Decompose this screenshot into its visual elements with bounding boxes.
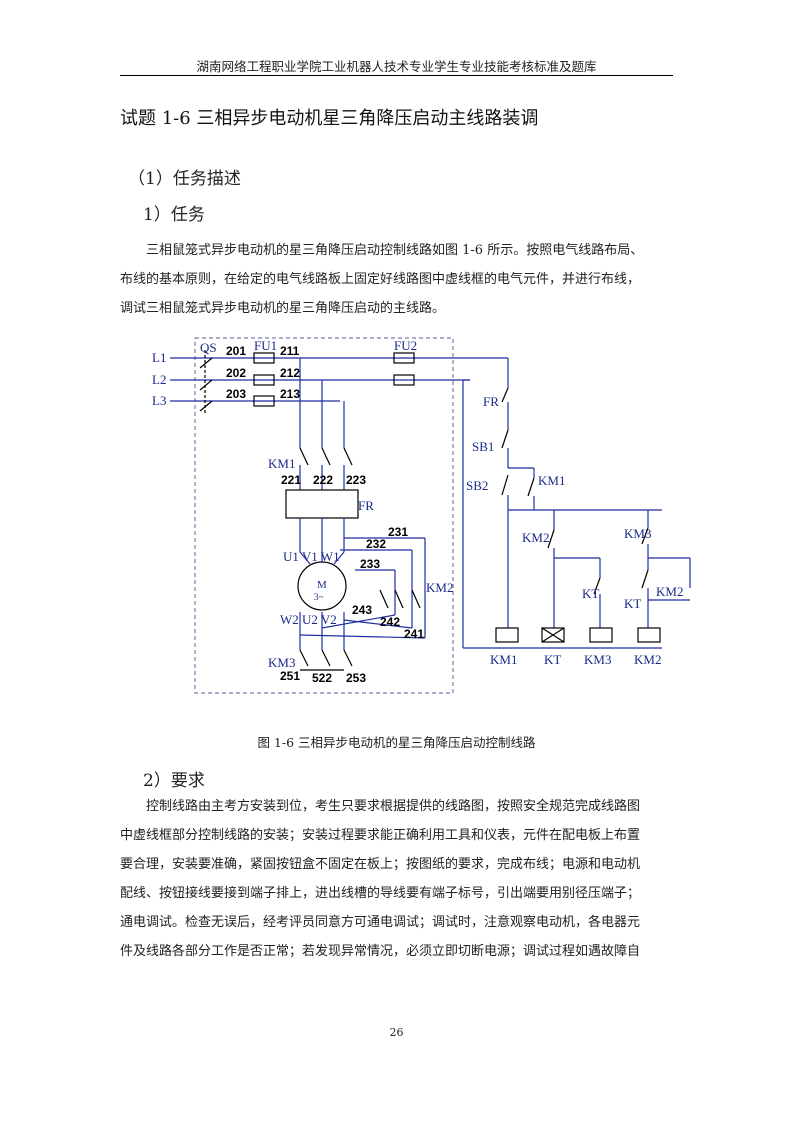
paragraph-line: 通电调试。检查无误后，经考评员同意方可通电调试；调试时，注意观察电动机，各电器元 [120,915,641,930]
phase-label: L1 [152,350,166,365]
contact-label-kt: KT [582,586,599,601]
wire-number: 522 [312,671,332,685]
fuse-fu2-b [393,374,415,386]
subsection-heading-requirements: 2）要求 [143,771,205,791]
thermal-relay-fr [285,489,359,519]
requirements-paragraph: 控制线路由主考方安装到位，考生只要求根据提供的线路图，按照安全规范完成线路图 中… [120,792,673,966]
wire-number: 233 [360,557,380,571]
coil-km1 [495,627,519,643]
wire-number: 222 [313,473,333,487]
coil-label: KM3 [584,652,611,667]
motor-label: M [317,579,327,591]
wire-number: 202 [226,366,246,380]
wire-number: 212 [280,366,300,380]
contact-label-km1: KM1 [538,473,565,488]
section-heading-task-description: （1）任务描述 [128,169,241,189]
task-paragraph: 三相鼠笼式异步电动机的星三角降压启动控制线路如图 1-6 所示。按照电气线路布局… [120,236,673,323]
relay-label-fr-contact: FR [483,394,499,409]
button-label-sb1: SB1 [472,439,494,454]
motor-terminals-top: U1 V1 W1 [283,549,340,564]
paragraph-line: 调试三相鼠笼式异步电动机的星三角降压启动的主线路。 [120,301,446,316]
wire-number: 213 [280,387,300,401]
wire-number: 253 [346,671,366,685]
wire-number: 211 [280,344,300,358]
wire-number: 232 [366,537,386,551]
motor-terminals-bottom: W2 U2 V2 [280,612,337,627]
page-header: 湖南网络工程职业学院工业机器人技术专业学生专业技能考核标准及题库 [196,59,597,74]
motor-sub-label: 3~ [314,592,324,602]
paragraph-line: 件及线路各部分工作是否正常；若发现异常情况，必须立即切断电源；调试过程如遇故障自 [120,944,641,959]
header-rule [120,75,673,76]
wire-number: 243 [352,603,372,617]
switch-label-qs: QS [200,340,217,355]
button-label-sb2: SB2 [466,478,488,493]
dashed-component-frame [194,337,454,694]
contactor-label-km3: KM3 [268,655,295,670]
coil-label: KM2 [634,652,661,667]
coil-km3 [589,627,613,643]
coil-km2 [637,627,661,643]
contactor-label-km1: KM1 [268,456,295,471]
wire-number: 221 [281,473,301,487]
relay-label-fr: FR [358,498,374,513]
paragraph-line: 中虚线框部分控制线路的安装；安装过程要求能正确利用工具和仪表，元件在配电板上布置 [120,828,641,843]
figure-caption: 图 1-6 三相异步电动机的星三角降压启动控制线路 [257,735,536,750]
contact-label-km2: KM2 [522,530,549,545]
wire-number: 203 [226,387,246,401]
wire-number: 231 [388,525,408,539]
fuse-label-fu1: FU1 [254,338,277,353]
fuse-fu1-c [253,395,275,407]
page-number: 26 [389,1026,404,1039]
wire-number: 242 [380,615,400,629]
wire-number: 241 [404,627,424,641]
circuit-diagram: L1 L2 L3 QS FU1 FU2 201 202 203 211 212 … [152,337,691,694]
wire-number: 223 [346,473,366,487]
phase-label: L3 [152,393,166,408]
contact-label-km2-2: KM2 [656,584,683,599]
wire-number: 251 [280,669,300,683]
contact-label-kt-2: KT [624,596,641,611]
fuse-fu1-a [253,352,275,364]
subsection-heading-task: 1）任务 [143,205,205,225]
phase-label: L2 [152,372,166,387]
fuse-fu1-b [253,374,275,386]
paragraph-line: 三相鼠笼式异步电动机的星三角降压启动控制线路如图 1-6 所示。按照电气线路布局… [146,243,644,258]
fuse-fu2-a [393,352,415,364]
coil-label: KT [544,652,561,667]
contactor-label-km2: KM2 [426,580,453,595]
paragraph-line: 配线、按钮接线要接到端子排上，进出线槽的导线要有端子标号，引出端要用别径压端子； [120,886,641,901]
contact-label-km3: KM3 [624,526,651,541]
page-title: 试题 1-6 三相异步电动机星三角降压启动主线路装调 [120,108,539,129]
wire-number: 201 [226,344,246,358]
paragraph-line: 要合理，安装要准确，紧固按钮盒不固定在板上；按图纸的要求，完成布线；电源和电动机 [120,857,641,872]
coil-kt [541,627,565,643]
coil-label: KM1 [490,652,517,667]
paragraph-line: 控制线路由主考方安装到位，考生只要求根据提供的线路图，按照安全规范完成线路图 [146,799,641,814]
fuse-label-fu2: FU2 [394,338,417,353]
paragraph-line: 布线的基本原则，在给定的电气线路板上固定好线路图中虚线框的电气元件，并进行布线， [120,272,641,287]
